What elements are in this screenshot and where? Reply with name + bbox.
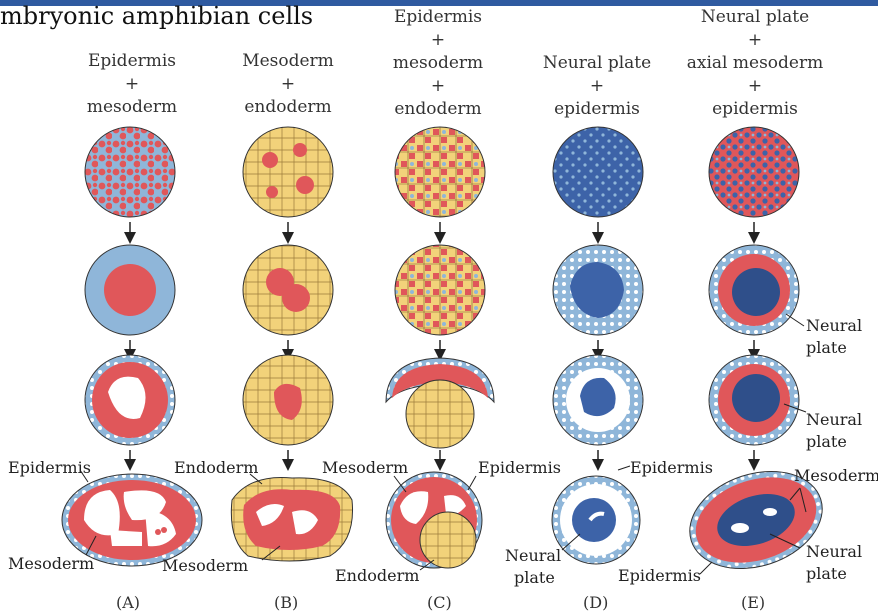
label-e-neural-c1: Neural [806, 542, 862, 561]
label-d-neural-2: plate [514, 568, 555, 587]
column-d-art [552, 127, 643, 564]
label-d-epidermis: Epidermis [630, 458, 713, 477]
label-c-mesoderm: Mesoderm [322, 458, 408, 477]
panel-label-a: (A) [116, 593, 140, 612]
panel-label-c: (C) [427, 593, 452, 612]
label-e-mesoderm: Mesoderm [794, 466, 878, 485]
label-d-neural-1: Neural [505, 546, 561, 565]
panel-label-d: (D) [583, 593, 608, 612]
label-e-neural-c2: plate [806, 564, 847, 583]
label-c-endoderm: Endoderm [335, 566, 419, 585]
panel-label-b: (B) [274, 593, 298, 612]
panel-label-e: (E) [741, 593, 765, 612]
label-b-endoderm: Endoderm [174, 458, 258, 477]
label-e-neural-b1: Neural [806, 410, 862, 429]
label-e-neural-a1: Neural [806, 316, 862, 335]
label-c-epidermis: Epidermis [478, 458, 561, 477]
column-a-art [62, 127, 202, 566]
label-a-mesoderm: Mesoderm [8, 554, 94, 573]
label-e-neural-a2: plate [806, 338, 847, 357]
column-c-art [386, 127, 494, 570]
label-a-epidermis: Epidermis [8, 458, 91, 477]
column-b-art [231, 127, 352, 561]
label-e-epidermis: Epidermis [618, 566, 701, 585]
label-e-neural-b2: plate [806, 432, 847, 451]
label-b-mesoderm: Mesoderm [162, 556, 248, 575]
